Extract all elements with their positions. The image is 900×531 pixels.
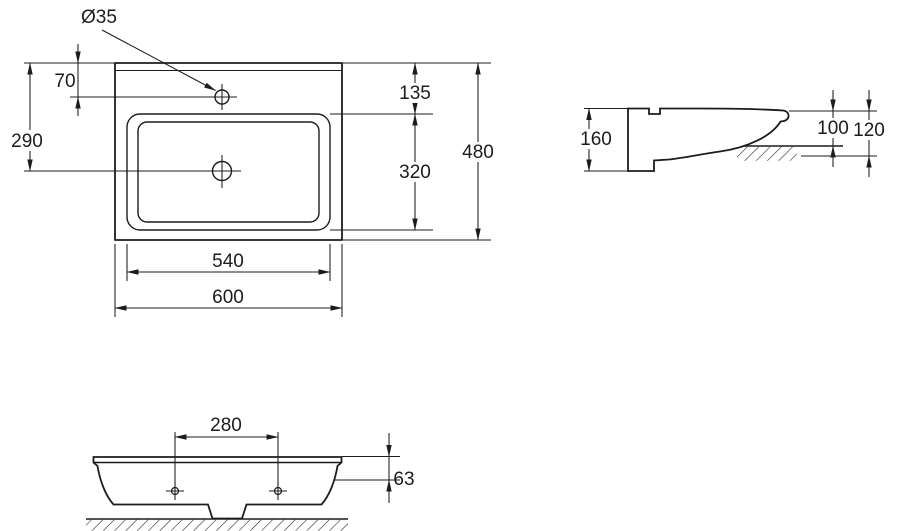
dim-label-drain-from-back: 290 [11,131,43,152]
side-dimensions: 160 100 120 [580,90,888,177]
label-mask [580,129,613,149]
dim-basin-width: 540 [126,251,331,275]
dim-basin-depth: 320 [398,113,432,231]
dim-label-overall-width: 600 [212,287,244,308]
hole-diameter-callout: Ø35 [81,7,216,91]
fixing-hole-right [269,482,287,500]
dim-overall-width: 600 [114,287,343,311]
label-mask [851,120,888,140]
dim-label-overall-height: 160 [580,129,612,150]
label-mask [398,162,432,182]
side-view [627,107,843,172]
dim-apron-below-counter: 63 [386,433,415,503]
dim-hole-spacing: 280 [174,415,279,440]
dim-label-height-above-counter: 100 [817,118,849,139]
basin-rim [126,113,331,231]
label-mask [460,142,496,162]
dim-height-above-counter: 100 [816,90,851,167]
dim-label-basin-depth: 320 [399,162,431,183]
plan-view: Ø35 [24,7,343,241]
front-dimensions: 280 63 [174,415,415,503]
front-view [86,456,348,531]
dim-label-basin-width: 540 [212,251,244,272]
dim-overall-height: 160 [580,108,613,172]
basin-outer-edge [114,62,343,241]
dim-drain-from-back: 290 [11,62,43,172]
basin-inner-wall [137,121,320,223]
leader-line [101,29,216,91]
counter-hatch [737,146,797,161]
centerlines [24,84,241,188]
dim-label-hole-spacing: 280 [210,415,242,436]
dim-label-apron-below-counter: 63 [393,469,414,490]
side-profile-outline [627,107,790,172]
front-outline [92,456,343,520]
label-mask [398,83,432,103]
dim-label-hole-diameter: Ø35 [81,7,117,28]
plan-dimensions: 70 290 135 320 480 54 [11,44,496,317]
dim-hole-from-back: 70 [54,44,81,116]
dim-overall-depth: 480 [460,62,496,241]
label-mask [816,118,851,138]
ground-hatch [86,519,348,531]
dim-front-edge-height: 120 [851,90,888,177]
label-mask [11,130,43,151]
dim-label-hole-from-back: 70 [54,71,75,92]
dim-label-overall-depth: 480 [462,142,494,163]
dim-back-ledge: 135 [398,62,432,115]
dim-label-front-edge-height: 120 [853,120,885,141]
dim-label-back-ledge: 135 [399,83,431,104]
